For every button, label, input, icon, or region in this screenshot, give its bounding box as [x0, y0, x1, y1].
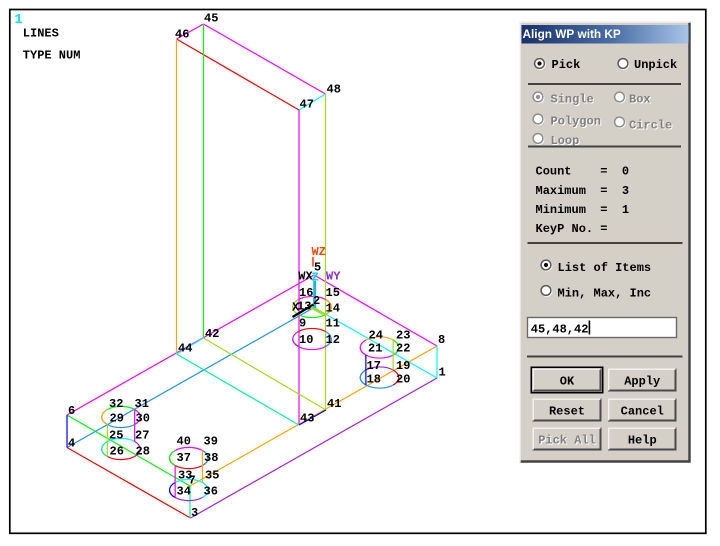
svg-text:Box: Box	[629, 93, 651, 107]
svg-text:36: 36	[204, 485, 218, 499]
svg-text:42: 42	[205, 327, 219, 341]
svg-text:X: X	[292, 301, 300, 315]
svg-text:45,48,42: 45,48,42	[531, 323, 589, 337]
svg-text:13: 13	[297, 300, 311, 314]
svg-text:40: 40	[177, 435, 191, 449]
svg-text:Min, Max, Inc: Min, Max, Inc	[558, 287, 652, 301]
svg-text:Maximum = 3: Maximum = 3	[536, 184, 630, 198]
svg-text:44: 44	[178, 342, 192, 356]
svg-text:24: 24	[369, 329, 383, 343]
svg-text:Circle: Circle	[630, 120, 673, 134]
svg-text:19: 19	[396, 359, 410, 373]
svg-text:Reset: Reset	[549, 404, 585, 418]
svg-text:23: 23	[396, 329, 410, 343]
svg-text:4: 4	[68, 437, 75, 451]
svg-text:Align WP with KP: Align WP with KP	[523, 27, 621, 41]
svg-text:5: 5	[314, 261, 321, 275]
svg-text:34: 34	[177, 485, 191, 499]
svg-text:39: 39	[204, 435, 218, 449]
svg-text:31: 31	[135, 397, 149, 411]
svg-text:46: 46	[175, 28, 189, 42]
svg-text:26: 26	[110, 445, 124, 459]
svg-text:Apply: Apply	[624, 374, 660, 388]
svg-text:33: 33	[178, 469, 192, 483]
svg-text:Pick: Pick	[552, 58, 581, 72]
svg-text:22: 22	[396, 342, 410, 356]
svg-text:17: 17	[367, 359, 381, 373]
svg-text:28: 28	[136, 445, 150, 459]
svg-text:32: 32	[109, 397, 123, 411]
svg-text:Unpick: Unpick	[634, 58, 677, 72]
svg-text:41: 41	[327, 397, 341, 411]
svg-text:9: 9	[299, 317, 306, 331]
svg-text:Single: Single	[551, 93, 594, 107]
svg-text:KeyP No. =: KeyP No. =	[536, 222, 608, 236]
svg-text:WY: WY	[326, 270, 341, 284]
svg-text:12: 12	[326, 333, 340, 347]
svg-text:10: 10	[299, 333, 313, 347]
svg-text:6: 6	[68, 404, 75, 418]
svg-text:11: 11	[326, 317, 340, 331]
svg-text:Pick All: Pick All	[538, 433, 596, 447]
svg-text:Polygon: Polygon	[551, 115, 601, 129]
svg-text:29: 29	[110, 412, 124, 426]
svg-text:WX: WX	[298, 270, 313, 284]
svg-text:Count = 0: Count = 0	[536, 165, 630, 179]
svg-text:OK: OK	[560, 374, 575, 388]
svg-text:20: 20	[396, 373, 410, 387]
svg-text:47: 47	[300, 98, 314, 112]
svg-text:18: 18	[367, 373, 381, 387]
svg-text:Circle: Circle	[629, 119, 672, 133]
svg-text:Single: Single	[552, 94, 595, 108]
svg-text:8: 8	[438, 333, 445, 347]
svg-text:43: 43	[300, 412, 314, 426]
svg-text:Loop: Loop	[551, 134, 580, 148]
svg-text:Cancel: Cancel	[621, 404, 664, 418]
svg-text:Help: Help	[628, 433, 657, 447]
svg-text:WZ: WZ	[312, 245, 326, 259]
svg-text:35: 35	[205, 469, 219, 483]
svg-text:TYPE NUM: TYPE NUM	[23, 48, 81, 62]
svg-text:Pick All: Pick All	[539, 434, 597, 448]
svg-text:45: 45	[204, 12, 218, 26]
svg-text:Box: Box	[630, 94, 652, 108]
svg-text:16: 16	[299, 286, 313, 300]
svg-text:27: 27	[135, 429, 149, 443]
svg-text:25: 25	[109, 429, 123, 443]
svg-text:3: 3	[191, 506, 198, 520]
svg-text:37: 37	[177, 451, 191, 465]
svg-text:2: 2	[313, 294, 320, 308]
svg-text:Minimum = 1: Minimum = 1	[536, 203, 630, 217]
svg-text:1: 1	[15, 13, 23, 28]
svg-text:LINES: LINES	[23, 27, 59, 41]
svg-text:30: 30	[136, 412, 150, 426]
svg-text:Z: Z	[312, 271, 319, 285]
svg-text:38: 38	[204, 451, 218, 465]
svg-text:7: 7	[189, 474, 196, 488]
svg-text:14: 14	[326, 302, 340, 316]
svg-text:48: 48	[327, 83, 341, 97]
svg-text:Polygon: Polygon	[552, 116, 602, 130]
svg-text:21: 21	[368, 342, 382, 356]
svg-text:List of Items: List of Items	[558, 261, 652, 275]
svg-text:15: 15	[326, 286, 340, 300]
svg-text:1: 1	[439, 366, 446, 380]
